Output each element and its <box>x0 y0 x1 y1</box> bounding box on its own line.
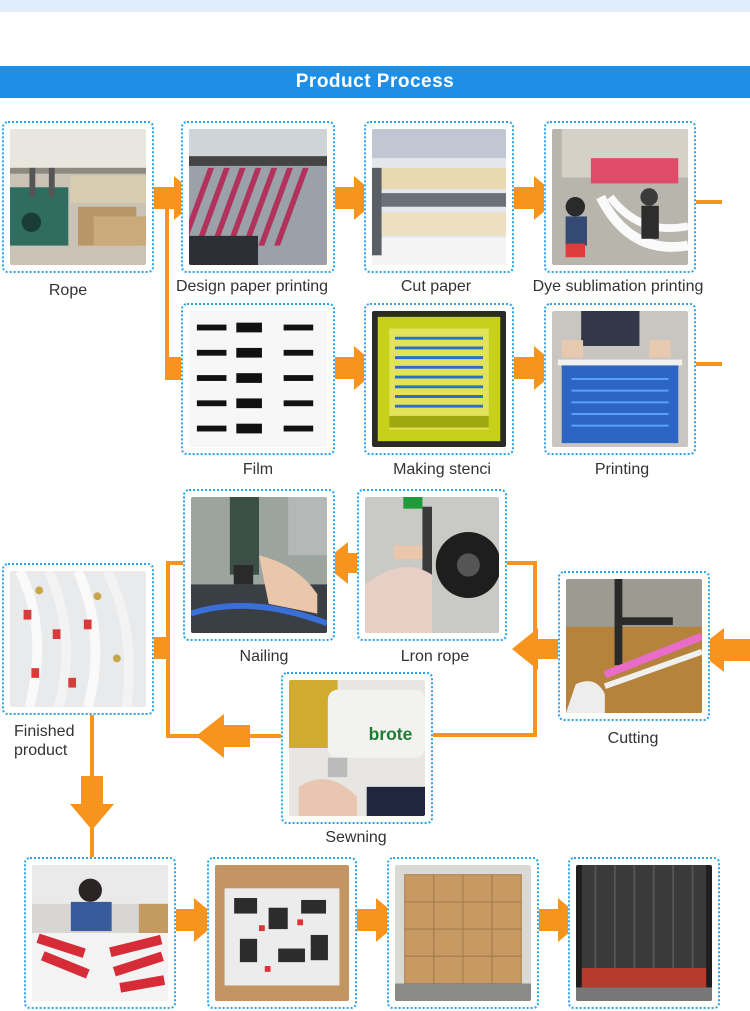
step-finished-card <box>2 563 154 715</box>
container-photo <box>576 865 712 1001</box>
step-film-card <box>181 303 335 455</box>
connector-line <box>90 708 94 788</box>
packing-worker-photo <box>32 865 168 1001</box>
step-cut-paper-card <box>364 121 514 273</box>
step-label: Dye sublimation printing <box>532 278 704 295</box>
stencil-photo <box>372 311 506 447</box>
finished-product-photo <box>10 571 146 707</box>
step-stencil-card <box>364 303 514 455</box>
packing-card <box>24 857 176 1009</box>
step-label: Cutting <box>607 730 659 747</box>
step-dye-sublimation-card <box>544 121 696 273</box>
svg-text:brote: brote <box>369 724 413 744</box>
step-label: Printing <box>594 461 650 478</box>
step-label: Design paper printing <box>175 278 329 295</box>
connector-line <box>433 733 537 737</box>
sublimation-machine-photo <box>552 129 688 265</box>
arrow-down-icon <box>70 776 114 830</box>
arrow-left-icon <box>512 628 564 670</box>
sewing-photo: brote <box>289 680 425 816</box>
step-iron-rope-card <box>357 489 507 641</box>
step-label: Finished product <box>14 723 75 759</box>
cutting-photo <box>566 579 702 713</box>
connector-line <box>166 561 192 565</box>
connector-line <box>507 561 537 565</box>
arrow-right-icon <box>166 898 220 942</box>
container-loading-card <box>568 857 720 1009</box>
step-label: Nailing <box>239 648 289 665</box>
step-label: Film <box>242 461 274 478</box>
step-label: Making stenci <box>393 461 491 478</box>
page-title: Product Process <box>0 66 750 98</box>
carton-stack-card <box>387 857 539 1009</box>
step-rope-card <box>2 121 154 273</box>
connector-line <box>165 190 169 380</box>
step-cutting-card <box>558 571 710 721</box>
rope-weaving-photo <box>10 129 146 265</box>
cut-paper-photo <box>372 129 506 265</box>
nailing-photo <box>191 497 327 633</box>
step-label: Sewning <box>325 829 387 846</box>
arrow-left-icon <box>322 542 374 584</box>
printer-photo <box>189 129 327 265</box>
step-nailing-card <box>183 489 335 641</box>
boxed-product-card <box>207 857 357 1009</box>
step-printing-card <box>544 303 696 455</box>
iron-rope-photo <box>365 497 499 633</box>
step-sewing-card: brote <box>281 672 433 824</box>
connector-line <box>166 561 170 737</box>
step-design-paper-card <box>181 121 335 273</box>
arrow-left-icon <box>696 628 750 672</box>
top-strip <box>0 0 750 12</box>
screen-printing-photo <box>552 311 688 447</box>
step-label: Rope <box>48 282 88 299</box>
connector-line <box>90 826 94 860</box>
arrow-left-icon <box>196 714 250 758</box>
connector-line <box>694 200 722 204</box>
carton-stack-photo <box>395 865 531 1001</box>
step-label: Lron rope <box>400 648 470 665</box>
film-photo <box>189 311 327 447</box>
step-label: Cut paper <box>400 278 472 295</box>
box-photo <box>215 865 349 1001</box>
connector-line <box>694 362 722 366</box>
